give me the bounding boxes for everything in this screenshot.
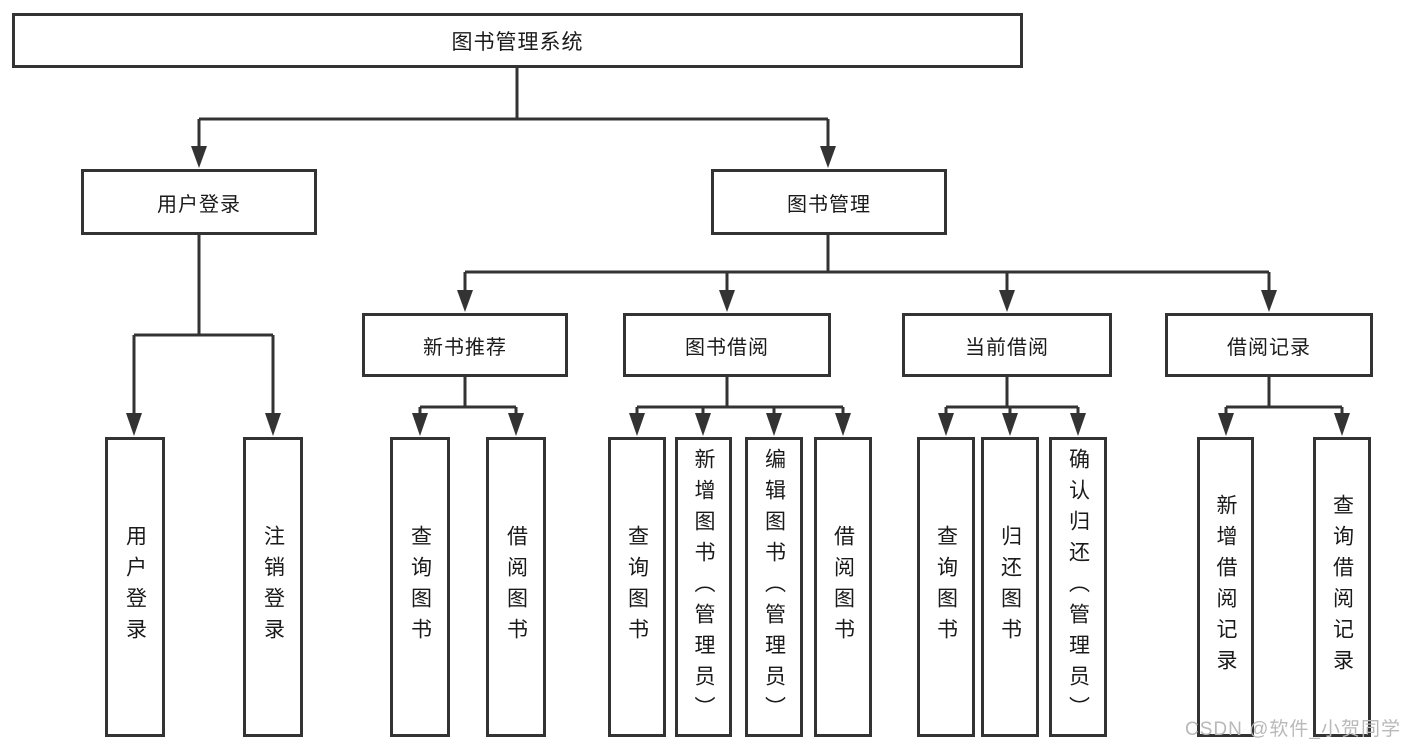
node-label: 新书推荐 [423, 336, 507, 359]
node-label: 借阅图书 [504, 525, 528, 649]
node-label: 编辑图书（管理员） [762, 447, 786, 727]
leaf-query-borrow-record: 查询借阅记录 [1313, 437, 1371, 737]
leaf-add-book-admin: 新增图书（管理员） [675, 437, 732, 737]
new-book-connectors [412, 377, 524, 436]
leaf-confirm-return-admin: 确认归还（管理员） [1049, 437, 1107, 737]
node-label: 图书管理 [787, 193, 871, 216]
node-label: 新增图书（管理员） [692, 447, 715, 727]
leaf-borrow-books: 借阅图书 [814, 437, 872, 737]
node-label: 借阅图书 [831, 525, 855, 649]
leaf-add-borrow-record: 新增借阅记录 [1197, 437, 1254, 737]
node-book-borrow: 图书借阅 [623, 313, 831, 377]
leaf-query-books-current: 查询图书 [917, 437, 975, 737]
node-book-management: 图书管理 [711, 169, 947, 235]
borrow-records-connectors [1218, 377, 1350, 436]
leaf-query-books-borrow: 查询图书 [608, 437, 666, 737]
watermark: CSDN @软件_小贺同学 [1185, 719, 1401, 740]
user-login-connectors [126, 235, 281, 436]
node-label: 查询借阅记录 [1330, 494, 1354, 680]
leaf-logout: 注销登录 [243, 437, 303, 737]
node-label: 注销登录 [261, 525, 285, 649]
node-label: 查询图书 [408, 525, 432, 649]
node-root: 图书管理系统 [12, 13, 1023, 68]
node-label: 新增借阅记录 [1214, 494, 1237, 680]
leaf-user-login: 用户登录 [105, 437, 165, 737]
node-new-book-recommend: 新书推荐 [362, 313, 568, 377]
node-label: 图书借阅 [685, 336, 769, 359]
node-user-login: 用户登录 [81, 169, 317, 235]
leaf-return-book: 归还图书 [981, 437, 1039, 737]
node-borrow-records: 借阅记录 [1165, 313, 1373, 377]
node-label: 确认归还（管理员） [1066, 447, 1090, 727]
node-current-borrow: 当前借阅 [902, 313, 1112, 377]
book-borrow-connectors [629, 377, 851, 436]
node-label: 查询图书 [625, 525, 649, 649]
node-label: 图书管理系统 [451, 30, 584, 54]
node-label: 用户登录 [123, 525, 147, 649]
node-label: 当前借阅 [965, 336, 1049, 359]
root-connectors [191, 68, 836, 168]
node-label: 借阅记录 [1227, 336, 1311, 359]
leaf-query-books-recommend: 查询图书 [390, 437, 450, 737]
book-management-connectors [457, 235, 1277, 312]
node-label: 归还图书 [998, 525, 1022, 649]
leaf-edit-book-admin: 编辑图书（管理员） [745, 437, 803, 737]
node-label: 用户登录 [157, 193, 241, 216]
node-label: 查询图书 [934, 525, 958, 649]
leaf-borrow-books-recommend: 借阅图书 [486, 437, 546, 737]
current-borrow-connectors [938, 377, 1086, 436]
